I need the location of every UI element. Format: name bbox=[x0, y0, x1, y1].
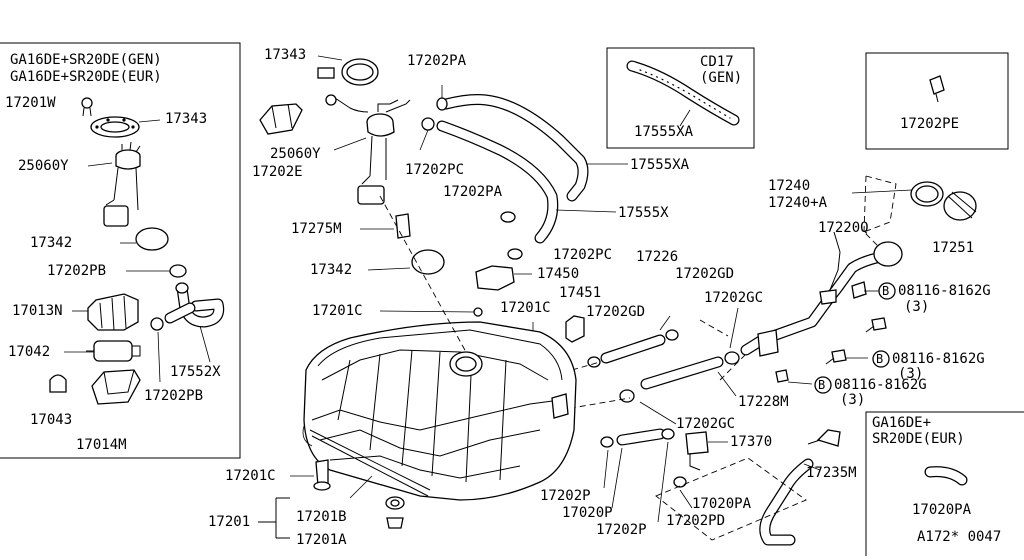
label-17202gc-a: 17202GC bbox=[704, 290, 764, 306]
label-17201a: 17201A bbox=[296, 532, 347, 548]
label-17020pa: 17020PA bbox=[692, 496, 752, 512]
label-17201b: 17201B bbox=[296, 509, 347, 525]
label-17343-inset: 17343 bbox=[165, 111, 208, 127]
diagram-code: A172* 0047 bbox=[917, 529, 1002, 545]
label-b-c: B bbox=[818, 378, 826, 392]
label-eur-inset-line2: SR20DE(EUR) bbox=[872, 431, 965, 447]
label-17240a: 17240+A bbox=[768, 195, 828, 211]
label-17202gd-b: 17202GD bbox=[586, 304, 646, 320]
filler-cap-and-neck bbox=[740, 175, 977, 357]
label-17202pd: 17202PD bbox=[666, 513, 726, 529]
label-17202e: 17202E bbox=[252, 164, 303, 180]
label-b-b: B bbox=[876, 352, 884, 366]
label-17202pc-b: 17202PC bbox=[553, 247, 613, 263]
label-bolt-b-qty: (3) bbox=[898, 366, 924, 382]
label-bolt-c-qty: (3) bbox=[840, 392, 866, 408]
label-17201w: 17201W bbox=[5, 95, 56, 111]
label-17202pa-mid: 17202PA bbox=[443, 184, 503, 200]
sender-unit-group bbox=[259, 55, 445, 275]
label-17202pe: 17202PE bbox=[900, 116, 960, 132]
label-17220q: 17220Q bbox=[818, 220, 869, 236]
label-17342: 17342 bbox=[310, 262, 353, 278]
inset-title-line2: GA16DE+SR20DE(EUR) bbox=[10, 69, 162, 85]
label-17020p: 17020P bbox=[562, 505, 613, 521]
label-17202p-a: 17202P bbox=[540, 488, 591, 504]
label-17013n: 17013N bbox=[12, 303, 63, 319]
label-17240: 17240 bbox=[768, 178, 811, 194]
label-17451: 17451 bbox=[559, 285, 602, 301]
label-25060y-inset: 25060Y bbox=[18, 158, 69, 174]
inset-pump-assembly bbox=[49, 264, 225, 405]
label-17202pb-a: 17202PB bbox=[47, 263, 107, 279]
17202pe-clip bbox=[929, 75, 945, 103]
breather-hoses bbox=[419, 85, 628, 260]
label-17201c-c: 17201C bbox=[225, 468, 276, 484]
label-17228m: 17228M bbox=[738, 394, 789, 410]
label-bolt-a: 08116-8162G bbox=[898, 283, 991, 299]
label-17226: 17226 bbox=[636, 249, 679, 265]
label-17202p-b: 17202P bbox=[596, 522, 647, 538]
label-17275m: 17275M bbox=[291, 221, 342, 237]
label-cd17-gen: (GEN) bbox=[700, 70, 743, 86]
label-eur-inset-line1: GA16DE+ bbox=[872, 415, 932, 431]
label-17202gd-a: 17202GD bbox=[675, 266, 735, 282]
label-17555xa-inset: 17555XA bbox=[634, 124, 694, 140]
label-17370: 17370 bbox=[730, 434, 773, 450]
label-25060y: 25060Y bbox=[270, 146, 321, 162]
label-17343: 17343 bbox=[264, 47, 307, 63]
label-17020pa-inset: 17020PA bbox=[912, 502, 972, 518]
label-17555xa: 17555XA bbox=[630, 157, 690, 173]
label-17042: 17042 bbox=[8, 344, 51, 360]
label-bolt-c: 08116-8162G bbox=[834, 377, 927, 393]
label-17555x: 17555X bbox=[618, 205, 669, 221]
inset-sender-assembly bbox=[81, 97, 169, 251]
label-bolt-b: 08116-8162G bbox=[892, 351, 985, 367]
label-17342-inset: 17342 bbox=[30, 235, 73, 251]
label-17202pa-top: 17202PA bbox=[407, 53, 467, 69]
bottom-fasteners bbox=[258, 459, 405, 539]
vent-hoses bbox=[559, 307, 749, 425]
inset-frame-main bbox=[0, 42, 241, 459]
label-17202pc-a: 17202PC bbox=[405, 162, 465, 178]
cd17-perforated-hose bbox=[626, 60, 740, 127]
label-17235m: 17235M bbox=[806, 465, 857, 481]
label-17201: 17201 bbox=[208, 514, 251, 530]
inset-frame-cd17 bbox=[606, 47, 755, 149]
label-bolt-a-qty: (3) bbox=[904, 299, 930, 315]
label-17202pb-b: 17202PB bbox=[144, 388, 204, 404]
inset-title-line1: GA16DE+SR20DE(GEN) bbox=[10, 52, 162, 68]
label-b-a: B bbox=[882, 284, 890, 298]
label-17201c-b: 17201C bbox=[500, 300, 551, 316]
inset-frame-eur bbox=[865, 411, 1024, 556]
eur-inset-hose bbox=[924, 466, 968, 486]
bolts bbox=[775, 317, 887, 385]
label-17251: 17251 bbox=[932, 240, 975, 256]
label-17201c-a: 17201C bbox=[312, 303, 363, 319]
label-17014m: 17014M bbox=[76, 437, 127, 453]
fuel-tank-17201 bbox=[302, 195, 577, 501]
label-17450: 17450 bbox=[537, 266, 580, 282]
label-17043: 17043 bbox=[30, 412, 73, 428]
label-17202gc-b: 17202GC bbox=[676, 416, 736, 432]
label-cd17: CD17 bbox=[700, 54, 734, 70]
inset-frame-17202pe bbox=[865, 52, 1009, 150]
evap-parts bbox=[600, 428, 841, 546]
label-17552x: 17552X bbox=[170, 364, 221, 380]
b-bolt-markers bbox=[814, 282, 896, 394]
